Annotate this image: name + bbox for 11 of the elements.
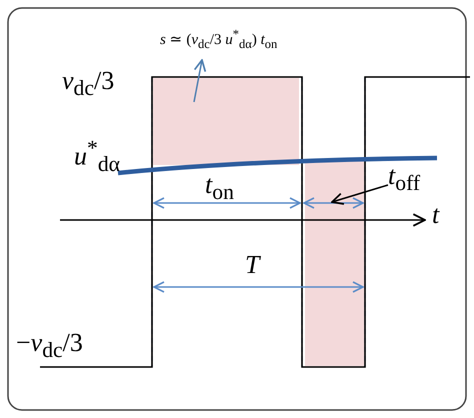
interval-label: t$_{on}$ xyxy=(205,172,234,204)
axis-label: t xyxy=(432,202,440,228)
shaded-region xyxy=(153,78,299,165)
level-label: −v$_{dc}$/3 xyxy=(16,330,83,362)
period-label: T xyxy=(245,252,260,278)
level-label: v$_{dc}$/3 xyxy=(62,68,114,100)
leader-line xyxy=(331,184,388,205)
shaded-region xyxy=(305,160,364,366)
formula: s ≃ (v$_{dc}$/3 u$^{*}$$_{dα}$) t$_{on}$ xyxy=(160,32,278,48)
leader-line xyxy=(193,59,206,102)
interval-label: t$_{off}$ xyxy=(388,161,420,190)
